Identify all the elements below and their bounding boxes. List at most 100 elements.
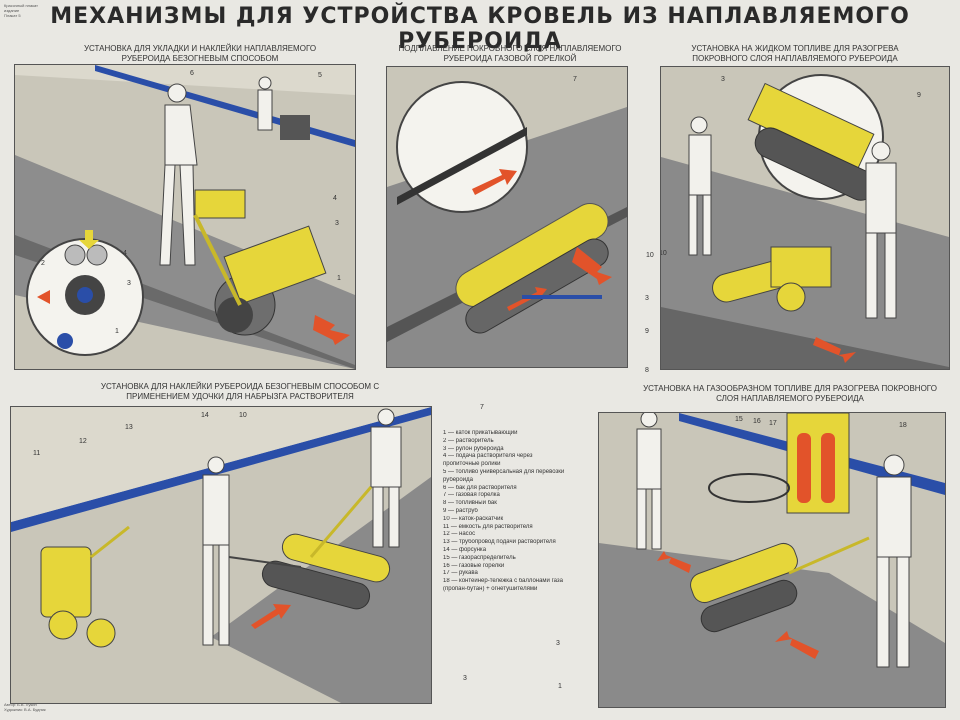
- callout-9-outer: 9: [645, 328, 649, 335]
- callout-7-bottom: 7: [480, 404, 484, 411]
- callout-13: 13: [125, 424, 133, 431]
- direction-arrow: [313, 315, 350, 345]
- panel5-gas-fuel-heater: 15 16 17 18: [598, 412, 946, 708]
- direction-arrow-left: [657, 551, 691, 573]
- gas-hose-coil: [708, 473, 790, 503]
- callout-3-bottom: 3: [463, 675, 467, 682]
- arrow-right-red-icon: [472, 169, 517, 195]
- inset-callout-4: 4: [123, 250, 127, 257]
- poster-meta-bottom: Автор: Б.В. Лукин Художник: В.А. Будник: [4, 702, 46, 712]
- legend-item: 17 — рукава: [443, 570, 478, 577]
- poster-title: МЕХАНИЗМЫ ДЛЯ УСТРОЙСТВА КРОВЕЛЬ ИЗ НАПЛ…: [50, 4, 910, 54]
- legend-item: 1 — каток прикатывающий: [443, 430, 518, 436]
- roll-machine: [193, 189, 327, 336]
- callout-7-top: 7: [573, 76, 577, 83]
- panel2-illustration: 7: [387, 67, 627, 367]
- callout-3-outer: 3: [556, 640, 560, 647]
- legend-item: 2 — растворитель: [443, 437, 494, 444]
- legend-item: 16 — газовые горелки: [443, 562, 505, 569]
- callout-8-outer: 8: [645, 367, 649, 374]
- callout-3-top: 3: [721, 76, 725, 83]
- panel1-solventless-machine: 6 5 4 3 1 4 2 3 1: [14, 64, 356, 370]
- distant-worker: [257, 76, 310, 140]
- panel4-solvent-spray: 11 12 13 14 10: [10, 406, 432, 704]
- callout-10: 10: [661, 250, 667, 257]
- roll-machine: [261, 486, 391, 610]
- callout-3-outer: 3: [645, 295, 649, 302]
- legend-item: 7 — газовая горелка: [443, 492, 500, 499]
- felt-layer: [599, 543, 945, 707]
- direction-arrow: [572, 247, 612, 285]
- callout-11: 11: [33, 450, 40, 457]
- callout-6: 6: [190, 70, 194, 77]
- felt-rolls: [280, 115, 310, 140]
- panel1-illustration: 6 5 4 3 1 4 2 3 1: [15, 65, 355, 369]
- worker-left: [202, 456, 230, 646]
- legend-item: 18 — контейнер-тележка с баллонами газа: [443, 578, 563, 585]
- legend-item: 6 — бак для растворителя: [443, 484, 517, 491]
- worker-figure: [159, 83, 198, 266]
- callout-15: 15: [735, 416, 743, 423]
- burner-machine: [690, 536, 870, 633]
- inset-callout-3: 3: [127, 280, 131, 287]
- panel1-caption: установка для укладки и наклейки наплавл…: [83, 44, 317, 63]
- worker-left: [688, 116, 712, 256]
- callout-10-outer: 10: [646, 252, 654, 259]
- direction-arrow: [775, 631, 819, 659]
- legend-item: 5 — топливо универсальная для перевозки: [443, 468, 565, 475]
- callout-10: 10: [239, 412, 247, 419]
- heater-machine: [712, 246, 832, 312]
- inset-callout-2: 2: [41, 260, 45, 267]
- panel5-caption: установка на газообразном топливе для ра…: [643, 384, 937, 403]
- worker-left: [636, 413, 662, 550]
- legend-item: 12 — насос: [443, 531, 476, 538]
- callout-14: 14: [201, 412, 209, 419]
- legend-item: 10 — каток-раскатчик: [443, 515, 504, 522]
- callout-4: 4: [333, 195, 337, 202]
- legend-item: 8 — топливный бак: [443, 500, 497, 507]
- legend-item: 13 — трубопровод подачи растворителя: [443, 539, 556, 546]
- felt-shadow: [661, 307, 949, 369]
- inset-seam: [397, 127, 527, 205]
- panel3-caption: установка на жидком топливе для разогрев…: [691, 44, 899, 63]
- panel4-illustration: 11 12 13 14 10: [11, 407, 431, 703]
- callout-12: 12: [79, 438, 87, 445]
- legend-item: 11 — емкость для растворителя: [443, 523, 533, 530]
- panel3-illustration: 3 9 10: [661, 67, 949, 369]
- legend-item: пропиточные ролики: [443, 461, 501, 468]
- legend-item: 15 — газораспределитель: [443, 554, 516, 561]
- legend-item: 14 — форсунка: [443, 546, 487, 553]
- callout-18: 18: [899, 422, 907, 429]
- solvent-tank-cart: [40, 525, 130, 648]
- legend-item: 3 — рулон рубероида: [443, 445, 504, 452]
- legend-item: рубероида: [443, 476, 473, 483]
- arrow-down-yellow-icon: [79, 230, 99, 249]
- legend-item: (пропан-бутан) + огнетушителями: [443, 585, 538, 592]
- panel2-gas-torch: 7: [386, 66, 628, 368]
- callout-9-top: 9: [917, 92, 921, 99]
- callout-17: 17: [769, 420, 777, 427]
- worker-right: [865, 141, 897, 319]
- callout-1-outer: 1: [558, 683, 562, 690]
- parapet: [15, 65, 355, 95]
- gas-cylinder-cart: [786, 413, 850, 514]
- spray-wand: [228, 556, 302, 568]
- callout-16: 16: [753, 418, 761, 425]
- callout-3: 3: [335, 220, 339, 227]
- direction-arrow: [251, 604, 291, 629]
- arrow-left-red-icon: [37, 290, 50, 304]
- worker-right: [876, 454, 912, 668]
- worker-right: [370, 408, 402, 548]
- panel5-illustration: 15 16 17 18: [599, 413, 945, 707]
- legend-item: 9 — раструб: [443, 507, 478, 514]
- inset-callout-1: 1: [115, 328, 119, 335]
- legend: 1 — каток прикатывающий 2 — растворитель…: [443, 430, 603, 594]
- legend-item: 4 — подача растворителя через: [443, 453, 533, 460]
- poster-meta-top: Красочный плакат издание Плакат 5: [4, 3, 39, 18]
- panel4-caption: установка для наклейки рубероида безогне…: [100, 382, 380, 401]
- panel2-caption: подплавление покровного слоя наплавляемо…: [398, 44, 622, 63]
- direction-arrow: [813, 337, 856, 363]
- panel3-liquid-fuel-heater: 3 9 10: [660, 66, 950, 370]
- callout-1: 1: [337, 275, 341, 282]
- callout-5: 5: [318, 72, 322, 79]
